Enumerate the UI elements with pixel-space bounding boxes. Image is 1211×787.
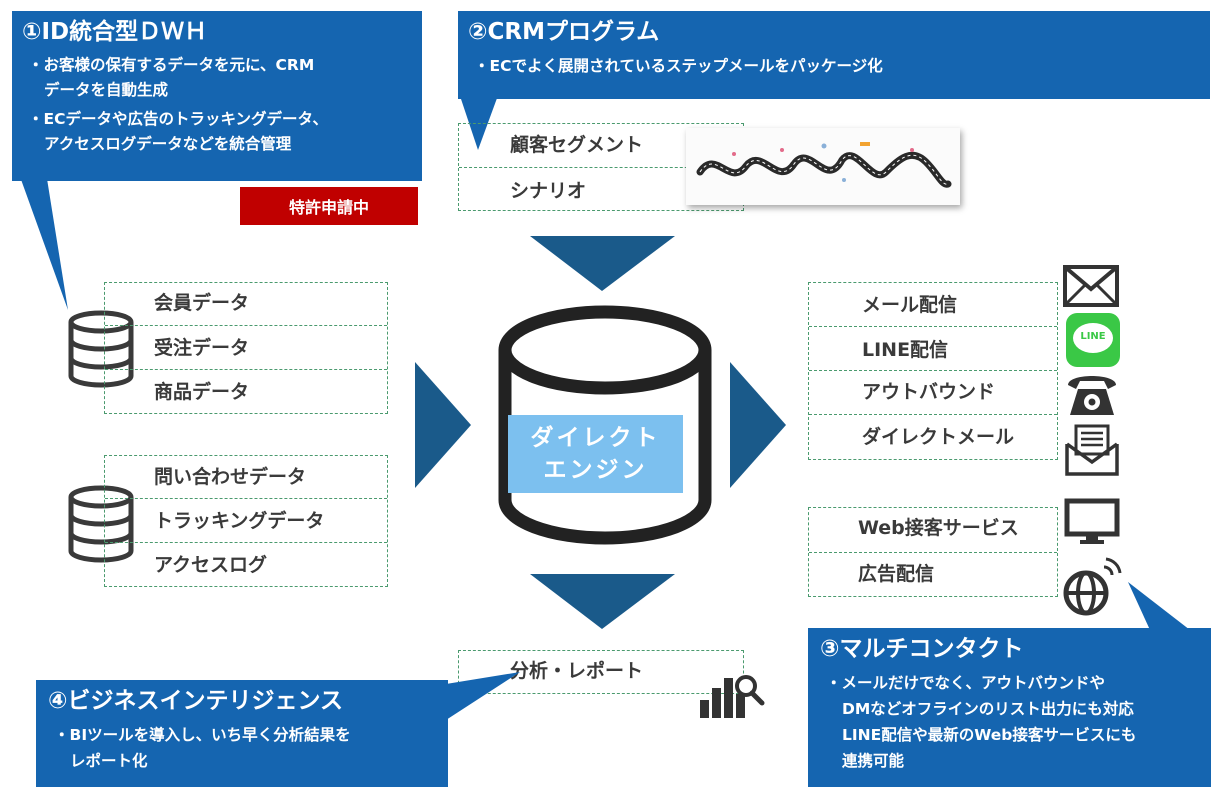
data-member: 会員データ <box>154 292 250 314</box>
multi-contact-callout: ③マルチコンタクト ・メールだけでなく、アウトバウンドや DMなどオフラインのリ… <box>808 628 1211 787</box>
analytics-chart-icon <box>700 675 765 718</box>
line-bubble <box>1073 323 1113 353</box>
crm-bullet-1: ・ECでよく展開されているステップメールをパッケージ化 <box>474 57 883 75</box>
arrow-down-bottom-icon <box>530 574 675 629</box>
channel-direct-mail: ダイレクトメール <box>862 426 1015 448</box>
report-box <box>458 650 744 694</box>
crm-callout: ②CRMプログラム ・ECでよく展開されているステップメールをパッケージ化 <box>458 11 1210 99</box>
telephone-icon <box>1068 376 1116 415</box>
multi-bullet-2: DMなどオフラインのリスト出力にも対応 <box>842 700 1134 718</box>
divider <box>809 370 1057 371</box>
globe-wifi-icon <box>1063 557 1122 616</box>
divider <box>809 552 1057 553</box>
data-access-log: アクセスログ <box>154 554 268 576</box>
dwh-callout: ①ID統合型ＤＷＨ ・お客様の保有するデータを元に、CRM データを自動生成 ・… <box>12 11 422 181</box>
multi-title: ③マルチコンタクト <box>820 636 1024 662</box>
data-inquiry: 問い合わせデータ <box>154 466 307 488</box>
arrow-right-right-icon <box>730 362 786 488</box>
divider <box>809 326 1057 327</box>
line-app-icon: LINE <box>1066 313 1120 367</box>
dwh-bullet-3: ・ECデータや広告のトラッキングデータ、 <box>28 110 329 128</box>
database-icon <box>68 485 134 563</box>
channel-ads: 広告配信 <box>858 563 935 585</box>
dwh-bullet-1: ・お客様の保有するデータを元に、CRM <box>28 56 315 74</box>
engine-label-line1: ダイレクト <box>530 425 661 451</box>
data-group-1-box <box>104 282 388 414</box>
bi-bullet-2: レポート化 <box>70 752 148 770</box>
engine-label: ダイレクト エンジン <box>508 415 683 493</box>
channel-web-service: Web接客サービス <box>858 517 1019 539</box>
channel-mail: メール配信 <box>862 294 958 316</box>
crm-item-scenario: シナリオ <box>510 180 587 202</box>
dwh-bullet-2: データを自動生成 <box>44 81 169 99</box>
database-icon <box>68 310 134 388</box>
dwh-title: ①ID統合型ＤＷＨ <box>22 19 208 45</box>
divider <box>105 325 387 326</box>
multi-bullet-1: ・メールだけでなく、アウトバウンドや <box>826 674 1106 692</box>
data-group-2-box <box>104 455 388 587</box>
multi-bullet-4: 連携可能 <box>842 752 905 770</box>
crm-item-segment: 顧客セグメント <box>510 134 644 156</box>
crm-divider <box>459 167 743 168</box>
data-tracking: トラッキングデータ <box>154 510 325 532</box>
report-label: 分析・レポート <box>510 660 644 682</box>
letter-envelope-icon <box>1065 424 1119 476</box>
arrow-right-left-icon <box>415 362 471 488</box>
monitor-icon <box>1064 498 1120 544</box>
crm-title: ②CRMプログラム <box>468 19 660 45</box>
arrow-down-top-icon <box>530 236 675 291</box>
bi-bullet-1: ・BIツールを導入し、いち早く分析結果を <box>54 726 351 744</box>
divider <box>105 369 387 370</box>
channel-outbound: アウトバウンド <box>862 381 996 403</box>
step-mail-road-image <box>686 128 960 205</box>
channels-1-box <box>808 282 1058 460</box>
bi-title: ④ビジネスインテリジェンス <box>48 688 344 714</box>
dwh-bullet-4: アクセスログデータなどを統合管理 <box>44 135 292 153</box>
divider <box>105 542 387 543</box>
multi-bullet-3: LINE配信や最新のWeb接客サービスにも <box>842 726 1137 744</box>
channel-line: LINE配信 <box>862 339 949 361</box>
engine-label-line2: エンジン <box>543 457 648 483</box>
data-products: 商品データ <box>154 381 250 403</box>
engine-cylinder-icon <box>498 305 712 545</box>
data-orders: 受注データ <box>154 337 250 359</box>
envelope-icon <box>1063 265 1119 307</box>
bi-callout: ④ビジネスインテリジェンス ・BIツールを導入し、いち早く分析結果を レポート化 <box>36 680 448 787</box>
line-icon-text: LINE <box>1080 331 1106 342</box>
divider <box>105 498 387 499</box>
divider <box>809 414 1057 415</box>
channels-2-box <box>808 507 1058 597</box>
patent-pending-badge: 特許申請中 <box>240 187 418 225</box>
